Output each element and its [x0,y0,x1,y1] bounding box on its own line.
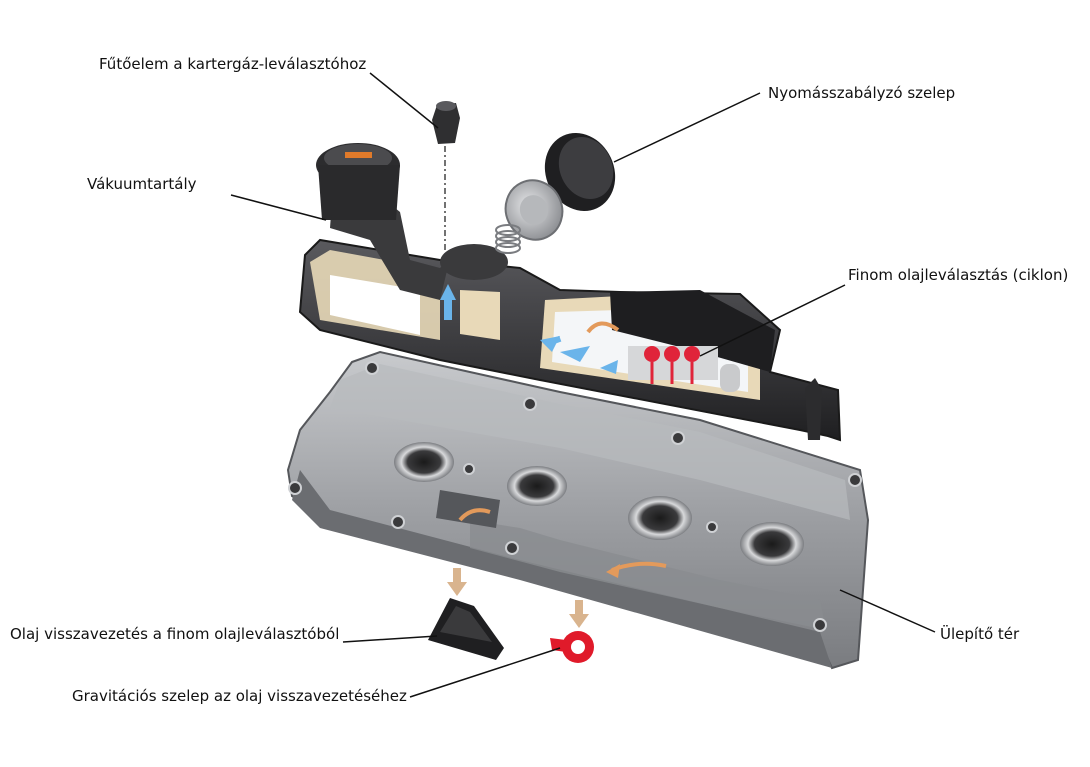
label-fine-separation: Finom olajleválasztás (ciklon) [848,266,1069,284]
gravity-valve [550,631,594,663]
pressure-regulating-valve [495,133,616,254]
valve-cover [286,350,870,670]
camshaft-ports [394,442,804,566]
label-gravity-valve: Gravitációs szelep az olaj visszavezetés… [72,687,407,705]
bolt-holes [288,361,862,632]
separator-housing [298,143,842,442]
label-vacuum-tank: Vákuumtartály [87,175,197,193]
heater-element [432,101,460,144]
leader-lines [230,72,936,698]
label-oil-return: Olaj visszavezetés a finom olajleválaszt… [10,625,340,643]
oil-drain-arrows [447,568,589,628]
label-settling-space: Ülepítő tér [940,625,1020,643]
label-pressure-valve: Nyomásszabályzó szelep [768,84,956,102]
gas-flow-arrows [440,284,618,374]
oil-return-part [428,598,504,660]
cyclone-elements [628,346,740,392]
label-heater: Fűtőelem a kartergáz-leválasztóhoz [99,55,367,73]
